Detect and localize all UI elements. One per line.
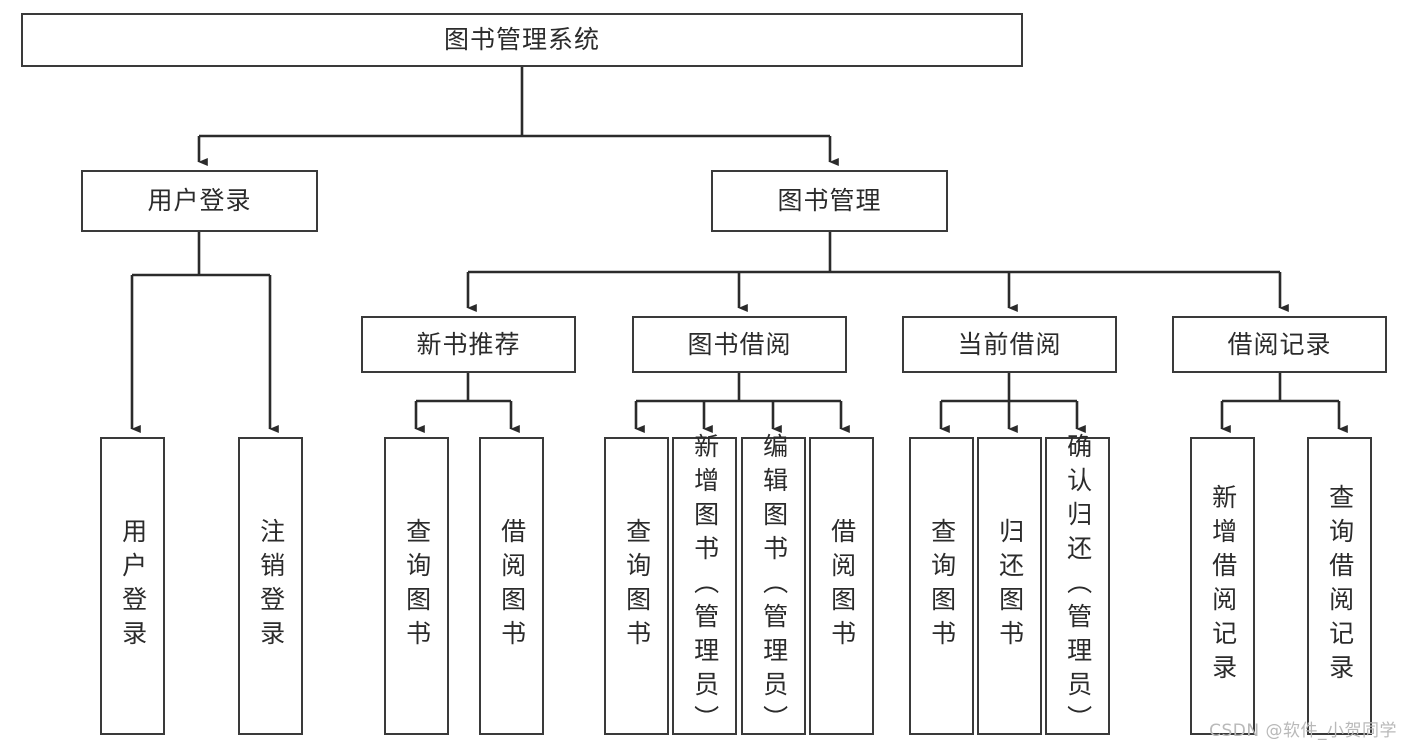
node-current-borrow-label: 当前借阅 [957, 329, 1062, 359]
node-leaf-edit-book[interactable]: 编辑图书（管理员） [741, 433, 806, 739]
node-leaf-return-book-label: 归还图书 [995, 518, 1025, 654]
node-new-book-rec-label: 新书推荐 [416, 329, 521, 359]
node-leaf-query-record[interactable]: 查询借阅记录 [1307, 437, 1372, 735]
node-leaf-add-book-label: 新增图书（管理员） [690, 433, 720, 739]
node-leaf-query-record-label: 查询借阅记录 [1325, 484, 1355, 688]
node-leaf-borrow-book-2-label: 借阅图书 [827, 518, 857, 654]
node-leaf-query-book-1[interactable]: 查询图书 [384, 437, 449, 735]
node-root[interactable]: 图书管理系统 [21, 13, 1023, 67]
node-leaf-return-book[interactable]: 归还图书 [977, 437, 1042, 735]
node-leaf-confirm-return-label: 确认归还（管理员） [1063, 433, 1093, 739]
node-leaf-query-book-2[interactable]: 查询图书 [604, 437, 669, 735]
node-root-label: 图书管理系统 [443, 25, 600, 55]
node-leaf-query-book-1-label: 查询图书 [402, 518, 432, 654]
node-book-manage-label: 图书管理 [777, 186, 882, 216]
node-leaf-query-book-3[interactable]: 查询图书 [909, 437, 974, 735]
node-user-login-label: 用户登录 [147, 186, 252, 216]
node-borrow-record-label: 借阅记录 [1227, 329, 1332, 359]
node-leaf-user-login[interactable]: 用户登录 [100, 437, 165, 735]
node-leaf-borrow-book-1-label: 借阅图书 [497, 518, 527, 654]
node-leaf-borrow-book-1[interactable]: 借阅图书 [479, 437, 544, 735]
node-leaf-add-book[interactable]: 新增图书（管理员） [672, 433, 737, 739]
node-leaf-add-record[interactable]: 新增借阅记录 [1190, 437, 1255, 735]
csdn-watermark: CSDN @软件_小贺同学 [1209, 721, 1397, 741]
node-book-borrow[interactable]: 图书借阅 [632, 316, 847, 373]
node-leaf-edit-book-label: 编辑图书（管理员） [759, 433, 789, 739]
node-book-borrow-label: 图书借阅 [687, 329, 792, 359]
node-leaf-borrow-book-2[interactable]: 借阅图书 [809, 437, 874, 735]
node-book-manage[interactable]: 图书管理 [711, 170, 948, 232]
node-leaf-user-logout-label: 注销登录 [256, 518, 286, 654]
node-current-borrow[interactable]: 当前借阅 [902, 316, 1117, 373]
node-user-login[interactable]: 用户登录 [81, 170, 318, 232]
node-leaf-add-record-label: 新增借阅记录 [1208, 484, 1238, 688]
node-leaf-user-login-label: 用户登录 [118, 518, 148, 654]
node-leaf-confirm-return[interactable]: 确认归还（管理员） [1045, 433, 1110, 739]
node-borrow-record[interactable]: 借阅记录 [1172, 316, 1387, 373]
node-leaf-query-book-3-label: 查询图书 [927, 518, 957, 654]
node-new-book-rec[interactable]: 新书推荐 [361, 316, 576, 373]
node-leaf-query-book-2-label: 查询图书 [622, 518, 652, 654]
node-leaf-user-logout[interactable]: 注销登录 [238, 437, 303, 735]
